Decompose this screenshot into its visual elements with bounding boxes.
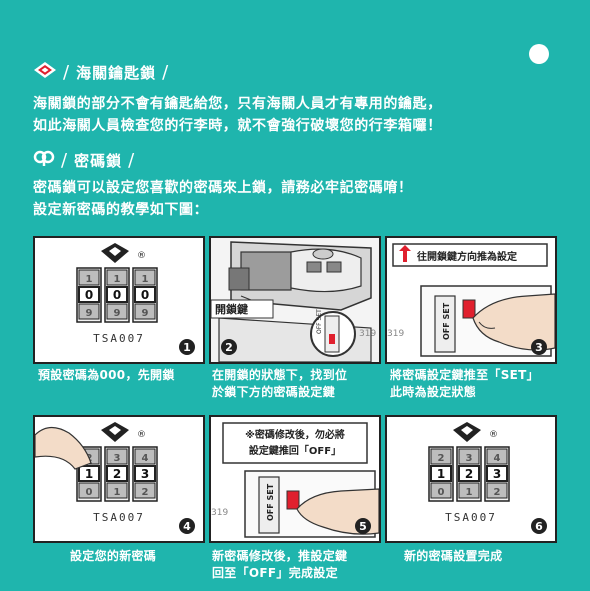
combo-lock-icon (33, 149, 55, 171)
slider-label: OFF SET (442, 302, 451, 340)
step-6-panel: ® 2 1 0 3 2 1 4 3 2 TSA007 6 (385, 415, 557, 543)
registered-mark: ® (137, 430, 146, 440)
combo-digit-cell (486, 482, 508, 499)
combo-digit-cell (134, 269, 156, 286)
section-title: 海關鑰匙鎖 (76, 63, 157, 82)
combo-digit: 2 (142, 487, 149, 498)
step-number: 5 (359, 520, 367, 533)
combo-digit-cell (486, 465, 508, 482)
combo-digit-cell (486, 448, 508, 465)
combo-digit-cell (458, 465, 480, 482)
combo-digit-cell (78, 465, 100, 482)
step-5-panel: ※密碼修改後，勿必將 設定鍵推回「OFF」 319 OFF SET 5 (209, 415, 381, 543)
step-number: 6 (535, 520, 543, 533)
section-title: 密碼鎖 (74, 151, 123, 170)
combo-digit: 3 (114, 453, 121, 464)
registered-mark: ® (137, 251, 146, 261)
combo-digit-cell (430, 465, 452, 482)
combo-digit: 4 (494, 453, 501, 464)
section-customs-lock-heading: / 海關鑰匙鎖 / (33, 60, 175, 84)
step-5-caption: 新密碼修改後，推設定鍵 回至「OFF」完成設定 (212, 549, 348, 580)
combo-digit: 0 (438, 487, 445, 498)
combo-digit: 3 (493, 467, 501, 481)
customs-lock-description: 海關鎖的部分不會有鑰匙給您，只有海關人員才有專用的鑰匙， 如此海關人員檢查您的行… (33, 96, 442, 134)
combo-lock-description: 密碼鎖可以設定您喜歡的密碼來上鎖，請務必牢記密碼唷！ 設定新密碼的教學如下圖： (33, 180, 413, 218)
combo-digit: 1 (85, 467, 93, 481)
combo-digit: 0 (86, 487, 93, 498)
combo-digit-cell (430, 448, 452, 465)
step-1-panel: ® 1 0 9 1 0 9 1 0 9 TSA007 1 (33, 236, 205, 364)
combo-digit-cell (430, 482, 452, 499)
side-number: 319 (387, 329, 404, 339)
step-6-caption: 新的密碼設置完成 (404, 549, 503, 563)
combo-digit-cell (106, 269, 128, 286)
combo-digit-cell (106, 482, 128, 499)
step-number: 3 (535, 341, 543, 354)
combo-digit: 2 (438, 453, 445, 464)
step-3-panel: 往開鎖鍵方向推為設定 319 OFF SET 3 (385, 236, 557, 364)
combo-digit: 2 (465, 467, 473, 481)
combo-digit: 1 (437, 467, 445, 481)
step-number: 1 (183, 341, 191, 354)
combo-digit: 1 (142, 274, 149, 285)
registered-mark: ® (489, 430, 498, 440)
combo-digit-cell (78, 286, 100, 303)
combo-digit-cell (458, 448, 480, 465)
combo-digit-cell (78, 303, 100, 320)
decorative-dot (529, 44, 549, 64)
combo-digit: 9 (142, 308, 149, 319)
step-1-caption: 預設密碼為000，先開鎖 (38, 368, 175, 382)
combo-digit: 1 (86, 274, 93, 285)
combo-digit: 2 (494, 487, 501, 498)
combo-digit-cell (458, 482, 480, 499)
combo-digit: 1 (114, 274, 121, 285)
combo-digit: 2 (113, 467, 121, 481)
combo-digit-cell (106, 448, 128, 465)
combo-digit: 0 (141, 288, 149, 302)
unlock-button-label: 開鎖鍵 (215, 302, 248, 316)
step-4-caption: 設定您的新密碼 (70, 549, 157, 563)
combo-digit-cell (78, 482, 100, 499)
combo-digit: 4 (142, 453, 149, 464)
combo-digit: 3 (141, 467, 149, 481)
combo-digit-cell (134, 303, 156, 320)
arrow-up-icon (399, 245, 411, 262)
step-2-panel: 開鎖鍵 OFF SET 319 2 (209, 236, 381, 364)
reminder-note-line2: 設定鍵推回「OFF」 (249, 444, 341, 457)
combo-digit-cell (134, 286, 156, 303)
step-number: 2 (225, 341, 233, 354)
step-3-caption: 將密碼設定鍵推至「SET」 此時為設定狀態 (390, 368, 539, 399)
combo-digit: 3 (466, 453, 473, 464)
step-2-caption: 在開鎖的狀態下，找到位 於鎖下方的密碼設定鍵 (212, 368, 348, 399)
combo-digit: 9 (114, 308, 121, 319)
combo-digit: 1 (466, 487, 473, 498)
slider-label: OFF SET (266, 483, 275, 521)
combo-digit-cell (134, 465, 156, 482)
combo-digit-cell (134, 482, 156, 499)
section-combo-lock-heading: / 密碼鎖 / (33, 148, 141, 172)
push-direction-note: 往開鎖鍵方向推為設定 (417, 250, 517, 263)
combo-digit: 9 (86, 308, 93, 319)
side-number: 319 (359, 329, 376, 339)
combo-digit: 0 (113, 288, 121, 302)
lock-model-label: TSA007 (93, 332, 145, 345)
side-number: 319 (211, 508, 228, 518)
combo-digit-cell (106, 303, 128, 320)
lock-model-label: TSA007 (93, 511, 145, 524)
combo-digit-cell (78, 269, 100, 286)
tsa-diamond-icon (33, 61, 57, 83)
slider-label: OFF SET (316, 309, 323, 334)
combo-digit-cell (106, 286, 128, 303)
combo-digit-cell (106, 465, 128, 482)
lock-model-label: TSA007 (445, 511, 497, 524)
combo-digit-cell (134, 448, 156, 465)
step-number: 4 (183, 520, 191, 533)
combo-digit: 0 (85, 288, 93, 302)
reminder-note-line1: ※密碼修改後，勿必將 (245, 428, 345, 441)
combo-digit: 1 (114, 487, 121, 498)
